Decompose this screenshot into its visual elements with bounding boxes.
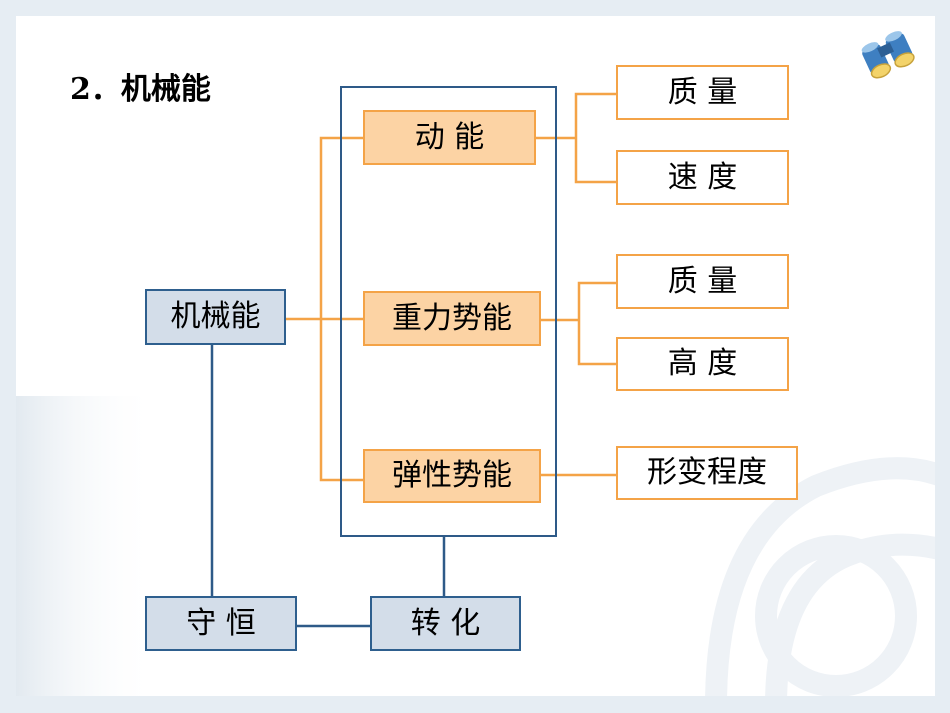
potential-kinetic-group-frame [340, 86, 557, 537]
conservation-node: 守 恒 [145, 596, 297, 651]
page-title: 2．机械能 [70, 72, 211, 107]
connector-lines [210, 92, 616, 628]
slide: 2．机械能 机械能 动 能 重力势能 弹性势能 质 量 速 度 质 量 高 度 … [16, 16, 935, 696]
left-bracket-line [319, 136, 363, 482]
mechanical-energy-node: 机械能 [145, 289, 286, 345]
kinetic-energy-node: 动 能 [363, 110, 536, 165]
background-watermark [16, 396, 935, 696]
gravitational-potential-energy-node: 重力势能 [363, 291, 541, 346]
height-node: 高 度 [616, 337, 789, 391]
gravity-bracket-line [577, 281, 616, 366]
binoculars-icon [861, 31, 915, 79]
speed-node: 速 度 [616, 150, 789, 205]
elastic-potential-energy-node: 弹性势能 [363, 449, 541, 503]
mass-node-2: 质 量 [616, 254, 789, 309]
deformation-node: 形变程度 [616, 446, 798, 500]
conversion-node: 转 化 [370, 596, 521, 651]
mass-node-1: 质 量 [616, 65, 789, 120]
kinetic-bracket-line [574, 92, 616, 184]
